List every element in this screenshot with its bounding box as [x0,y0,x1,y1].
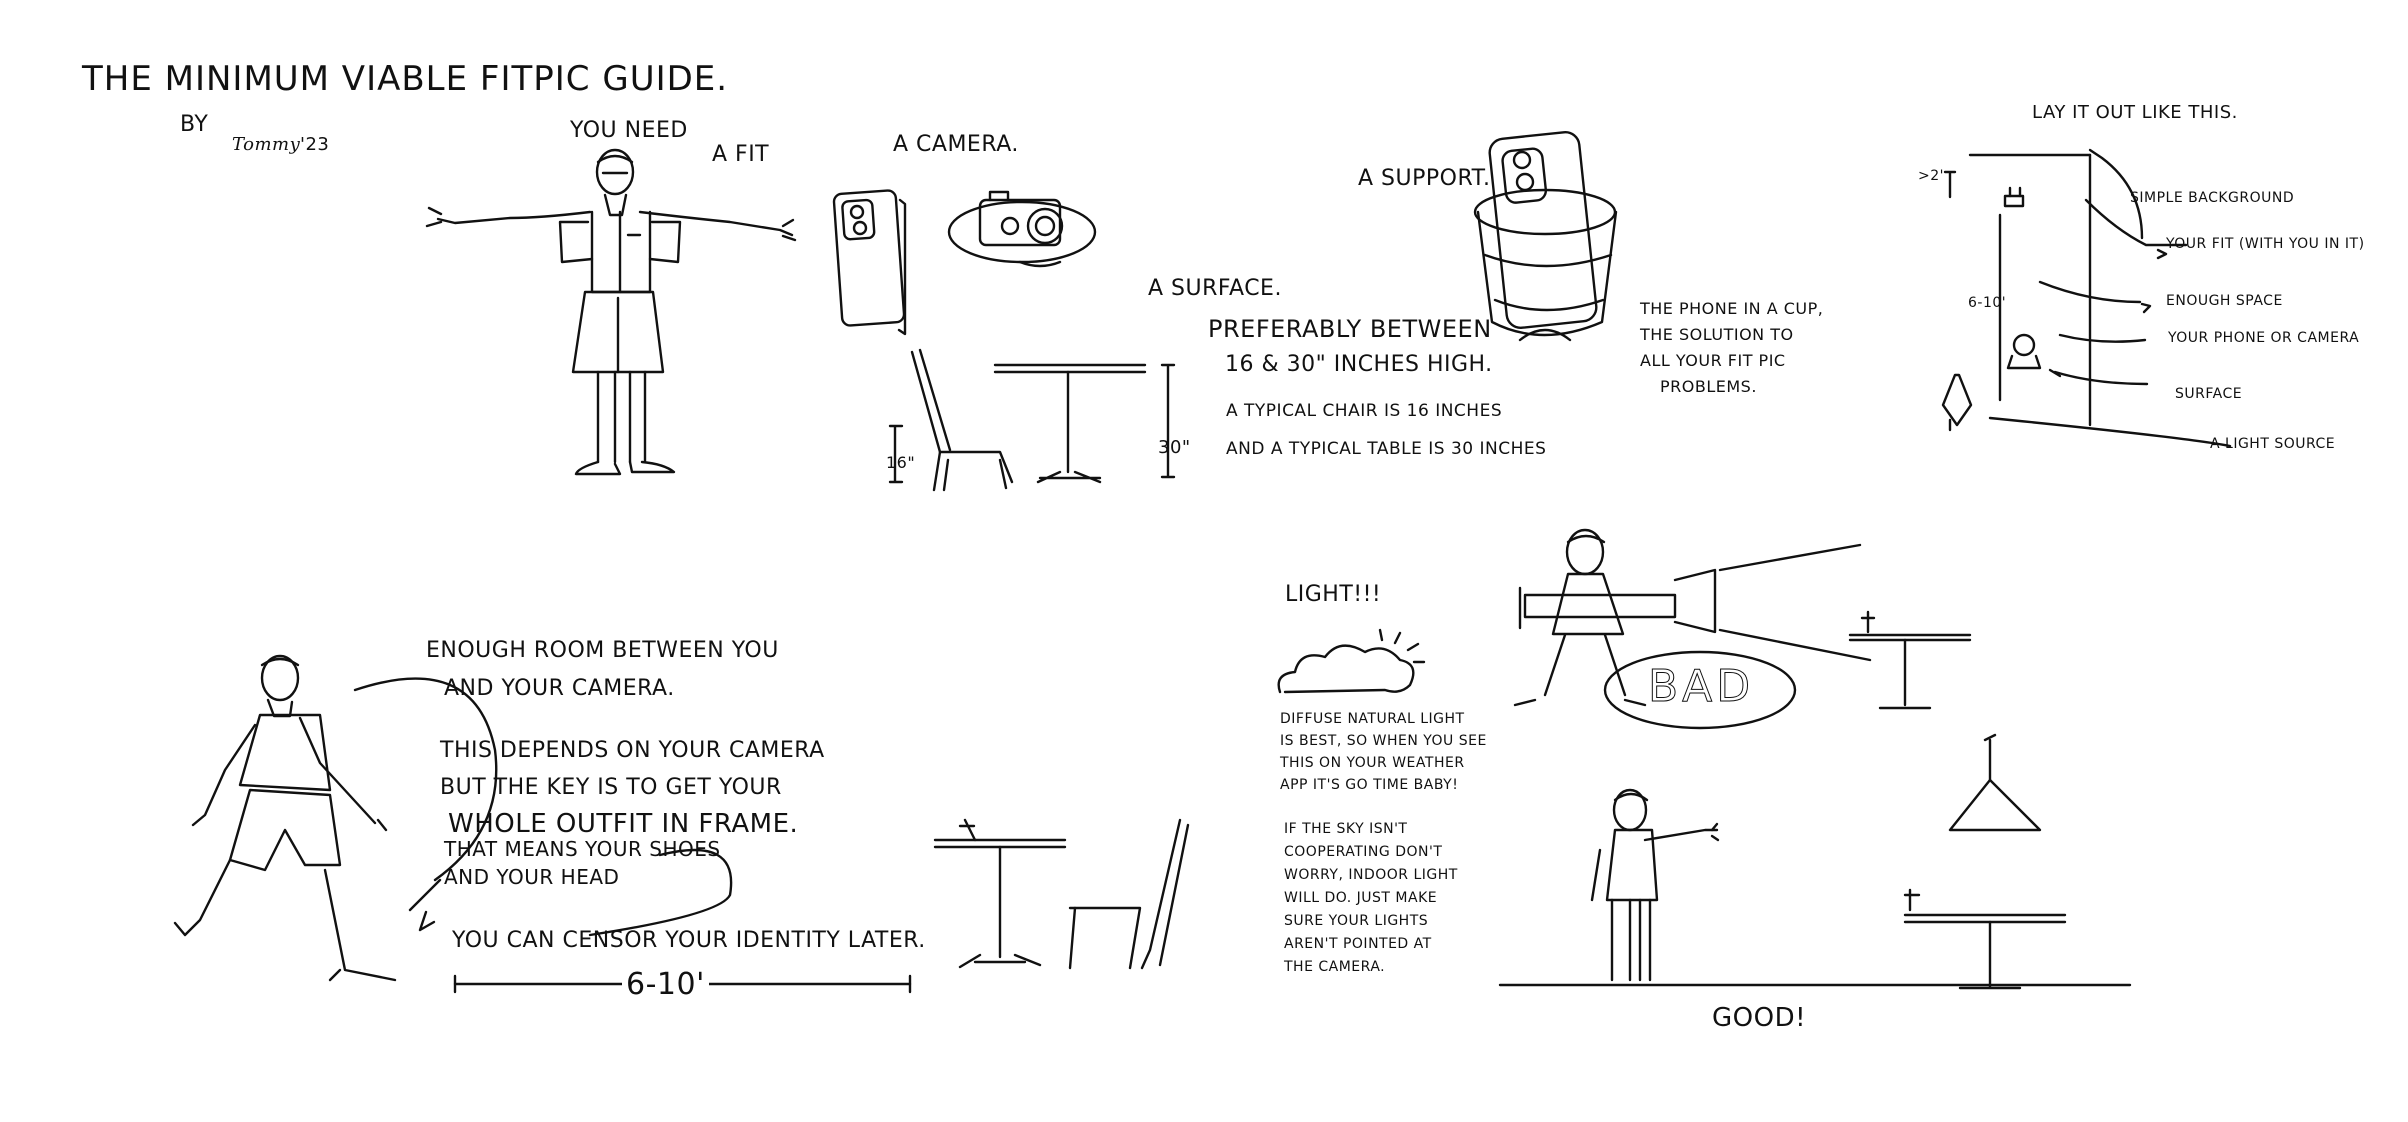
indoor-line: If the sky isn't [1284,821,1408,837]
phone-cup-line: The phone in a cup, [1640,299,1824,318]
a-surface-label: A Surface. [1148,276,1282,301]
a-fit-label: A Fit [712,142,770,167]
indoor-light-note: If the sky isn't cooperating don't worry… [1284,818,1458,979]
table-height-note: and a typical table is 30 inches [1226,439,1547,459]
layout-label-background: Simple background [2130,190,2295,206]
layout-label-surface: Surface [2175,386,2243,402]
diffuse-light-note: Diffuse natural light is best, so when y… [1280,708,1487,796]
byline-by: By [180,112,209,137]
indoor-line: worry, indoor light [1284,867,1458,883]
light-title: Light!!! [1285,582,1382,607]
phone-cup-line: the solution to [1640,325,1794,344]
diffuse-line: this on your weather [1280,755,1465,771]
layout-label-space: Enough space [2166,293,2283,309]
bad-label: Bad [1647,661,1755,712]
depends-line-2: but the key is to get your [440,775,782,800]
phone-in-cup-drawing [1473,131,1618,342]
indoor-line: will do. Just make [1284,890,1438,906]
whole-outfit-line: Whole Outfit in frame. [448,809,799,839]
preferably-label: Preferably between [1208,315,1492,343]
layout-label-fit: Your fit (with you in it) [2166,236,2365,252]
a-camera-label: A Camera. [893,132,1019,157]
chair-dimension-label: 16" [886,453,916,472]
you-need-label: You Need [570,118,688,143]
a-support-label: A Support. [1358,166,1491,191]
table-dimension-label: 30" [1158,437,1191,458]
room-line-2: and your camera. [444,676,675,701]
censor-line: You can censor your identity later. [452,928,926,953]
phone-cup-line: problems. [1660,377,1757,396]
distance-label: 6-10' [622,967,709,1003]
byline-signature: Tommy [232,134,301,155]
layout-diagram [1941,148,2232,448]
layout-distance-label: 6-10' [1968,295,2007,311]
camera-drawing [947,190,1097,268]
shoes-line-2: and your head [444,865,620,889]
byline-year: '23 [300,134,330,155]
layout-label-camera: Your phone or camera [2168,330,2360,346]
layout-height-label: >2' [1918,168,1944,184]
phone-cup-note: The phone in a cup, the solution to all … [1640,296,1823,400]
good-label: Good! [1712,1003,1807,1033]
indoor-line: cooperating don't [1284,844,1443,860]
bad-flashlight-drawing [1513,528,1972,730]
diffuse-line: app it's go time baby! [1280,777,1459,793]
person-tpose-drawing [425,148,797,476]
page-title: The Minimum Viable Fitpic Guide. [82,59,729,99]
depends-line-1: This depends on your camera [440,738,825,763]
room-line-1: Enough room between you [426,638,779,663]
cloud-drawing [1277,628,1426,694]
indoor-line: sure your lights [1284,913,1429,929]
phone-drawing [832,189,907,336]
good-indoor-drawing [1498,733,2132,990]
bottom-table-chair [933,818,1190,970]
walking-person-drawing [173,654,498,982]
layout-label-light: A light source [2210,436,2336,452]
height-range-label: 16 & 30" inches high. [1225,352,1493,377]
chair-table-drawing [888,348,1176,492]
shoes-line-1: That means your shoes [444,837,721,861]
diffuse-line: is best, so when you see [1280,733,1487,749]
shoes-head-annotation [418,848,733,937]
diffuse-line: Diffuse natural light [1280,711,1465,727]
indoor-line: aren't pointed at [1284,936,1432,952]
phone-cup-line: all your fit pic [1640,351,1786,370]
layout-title: Lay it out like this. [2032,102,2238,123]
chair-height-note: A typical chair is 16 inches [1226,401,1503,421]
indoor-line: the camera. [1284,959,1386,975]
